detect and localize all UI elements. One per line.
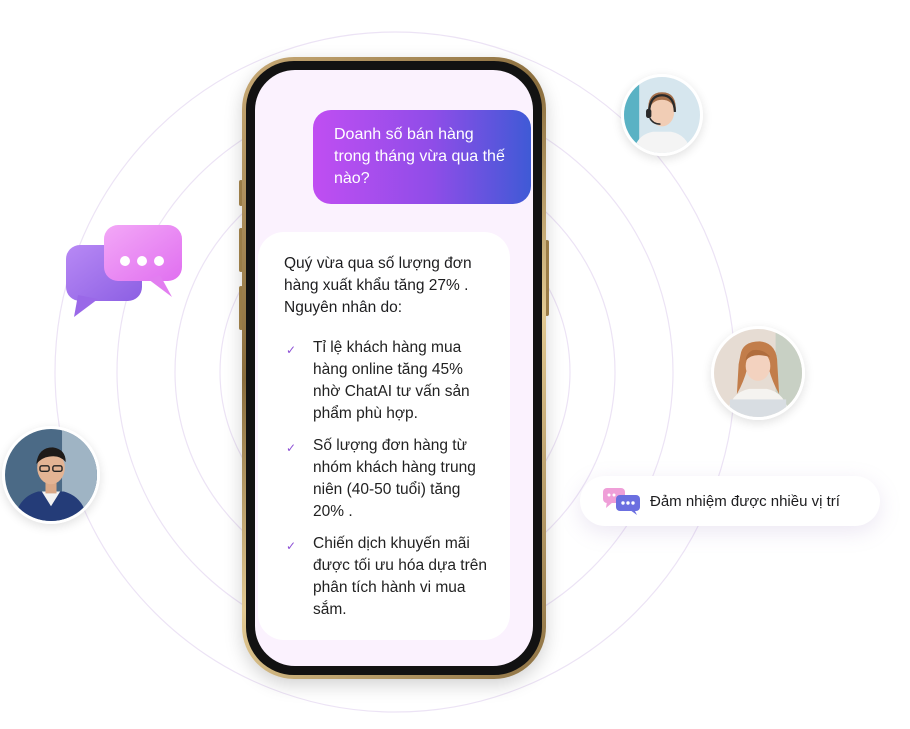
feature-badge: Đảm nhiệm được nhiều vị trí	[580, 476, 880, 526]
phone-side-button	[239, 180, 243, 206]
reason-text: Số lượng đơn hàng từ nhóm khách hàng tru…	[313, 437, 476, 520]
phone-volume-up-button	[239, 228, 243, 272]
check-icon: ✓	[286, 441, 297, 455]
list-item: ✓ Số lượng đơn hàng từ nhóm khách hàng t…	[284, 435, 488, 523]
reason-text: Chiến dịch khuyến mãi được tối ưu hóa dự…	[313, 535, 487, 618]
answer-intro-text: Quý vừa qua số lượng đơn hàng xuất khẩu …	[284, 255, 472, 316]
phone-volume-down-button	[239, 286, 243, 330]
avatar-man-with-glasses	[2, 426, 100, 524]
bot-answer-bubble: Quý vừa qua số lượng đơn hàng xuất khẩu …	[258, 232, 510, 640]
list-item: ✓ Tỉ lệ khách hàng mua hàng online tăng …	[284, 337, 488, 425]
feature-badge-label: Đảm nhiệm được nhiều vị trí	[650, 492, 840, 510]
reason-list: ✓ Tỉ lệ khách hàng mua hàng online tăng …	[284, 337, 488, 621]
chat-bubbles-decoration-icon	[66, 225, 182, 317]
check-icon: ✓	[286, 343, 297, 357]
user-question-text: Doanh số bán hàng trong tháng vừa qua th…	[334, 126, 505, 187]
phone-power-button	[545, 240, 549, 316]
list-item: ✓ Chiến dịch khuyến mãi được tối ưu hóa …	[284, 533, 488, 621]
reason-text: Tỉ lệ khách hàng mua hàng online tăng 45…	[313, 339, 470, 422]
chat-bubbles-icon	[603, 488, 640, 515]
check-icon: ✓	[286, 539, 297, 553]
avatar-woman-at-laptop	[711, 326, 805, 420]
user-question-bubble: Doanh số bán hàng trong tháng vừa qua th…	[313, 110, 531, 204]
avatar-support-agent-headset	[621, 74, 703, 156]
